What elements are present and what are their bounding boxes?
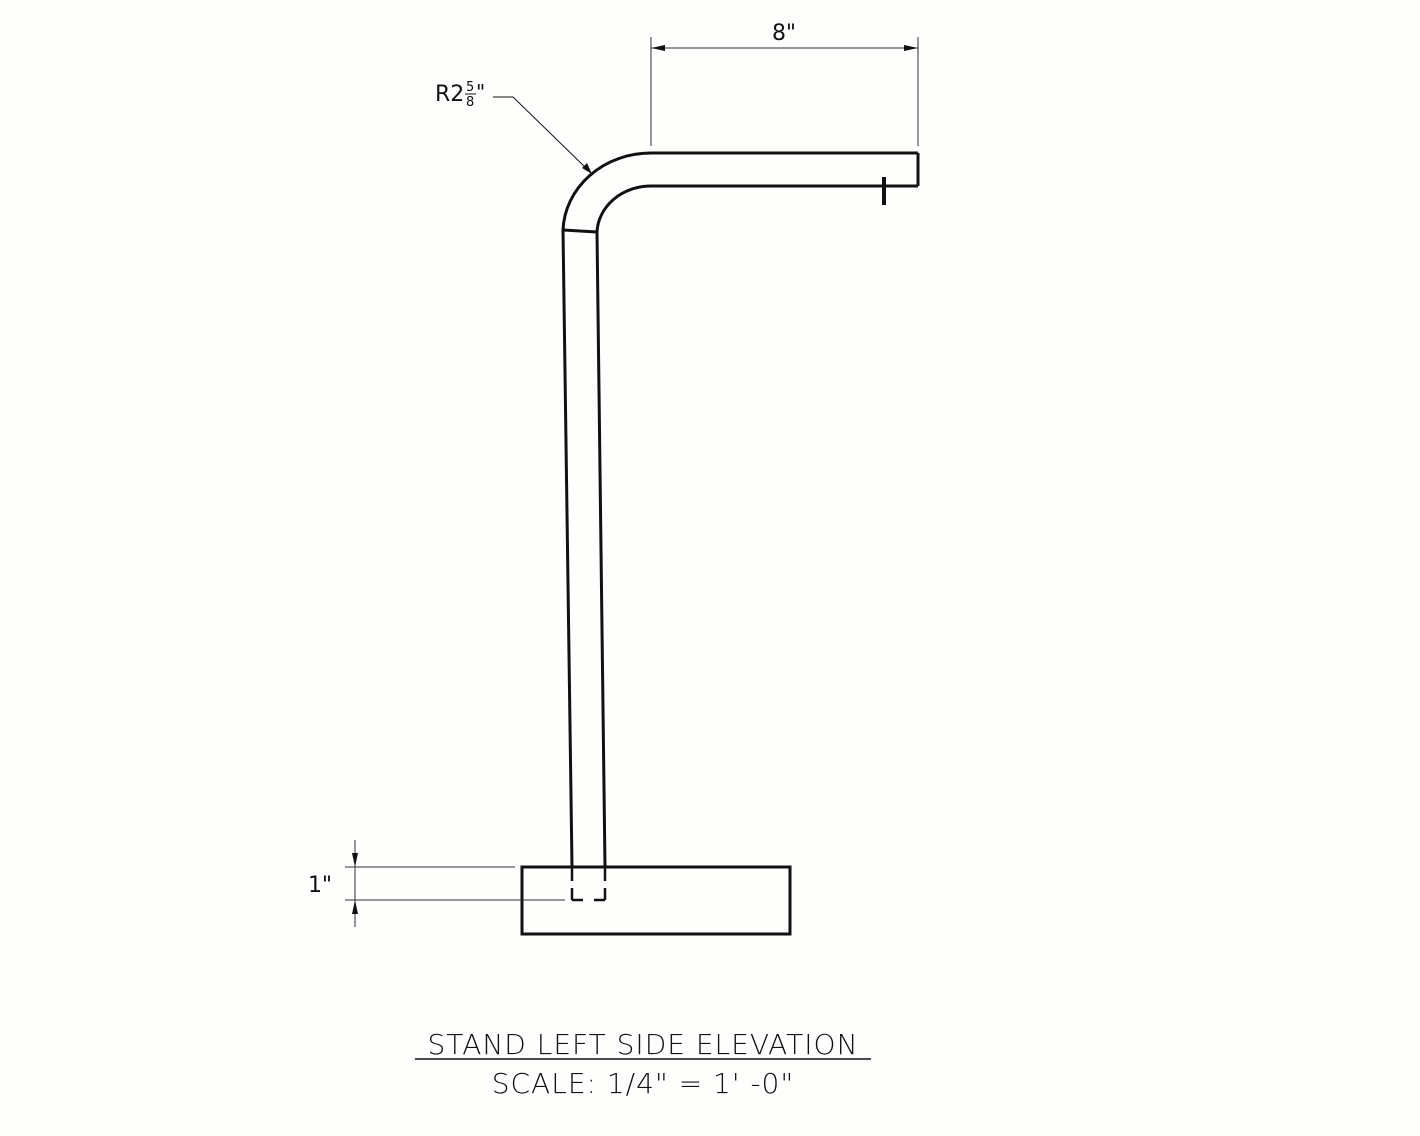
hidden-pole-insert [570,867,607,902]
pole-right-edge [595,231,607,868]
bend-seam [562,228,598,234]
bend-outer-arc [561,151,652,231]
radius-leader [493,96,592,174]
svg-text:": " [476,80,485,104]
dimension-insert-depth-label: 1" [308,873,332,898]
drawing-title: STAND LEFT SIDE ELEVATION [427,1028,858,1061]
pole-left-edge [561,229,574,868]
svg-text:5: 5 [466,80,474,95]
dimension-top-length-label: 8" [772,21,796,46]
radius-label: R2 5 8 " [435,80,485,110]
dimension-insert-depth [345,840,565,927]
dimension-top-length [650,37,919,146]
svg-text:R2: R2 [435,82,464,107]
svg-text:8: 8 [466,95,474,110]
drawing-scale: SCALE: 1/4" = 1' -0" [492,1067,795,1100]
stand-outline [520,151,920,936]
bend-inner-arc [595,184,652,233]
